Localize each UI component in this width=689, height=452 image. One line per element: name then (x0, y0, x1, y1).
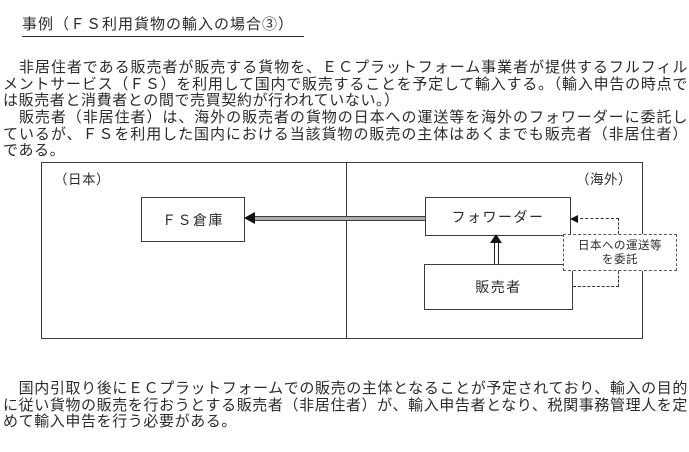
overseas-region-label: （海外） (576, 172, 632, 187)
seller-to-forwarder-arrow-line (494, 242, 499, 264)
commission-dashed-line-top-vertical (618, 218, 619, 234)
forwarder-box: フォワーダー (425, 197, 571, 236)
commission-note-box: 日本への運送等 を委託 (563, 234, 677, 271)
seller-label: 販売者 (475, 279, 522, 295)
seller-description-paragraph: 販売者（非居住者）は、海外の販売者の貨物の日本への運送等を海外のフォワーダーに委… (3, 109, 688, 159)
japan-region-label: （日本） (54, 172, 110, 187)
commission-dashed-arrow-head-icon (570, 214, 578, 223)
seller-box: 販売者 (424, 264, 573, 310)
commission-dashed-line-bottom-vertical (618, 271, 619, 287)
import-flow-diagram: （日本） （海外） ＦＳ倉庫 フォワーダー 販売者 日本への運送等 を委託 (41, 162, 677, 339)
shipment-arrow-line (254, 216, 425, 221)
commission-dashed-line-to-forwarder (575, 218, 619, 219)
fs-warehouse-label: ＦＳ倉庫 (162, 211, 224, 228)
conclusion-paragraph: 国内引取り後にＥＣプラットフォームでの販売の主体となることが予定されており、輸入… (3, 380, 688, 430)
shipment-arrow-left-head-icon (244, 212, 255, 224)
commission-dashed-line-to-seller (573, 286, 619, 287)
forwarder-label: フォワーダー (451, 208, 545, 225)
japan-overseas-divider (346, 163, 347, 338)
commission-note-line1: 日本への運送等 (578, 239, 662, 252)
intro-paragraph: 非居住者である販売者が販売する貨物を、ＥＣプラットフォーム事業者が提供するフルフ… (3, 59, 688, 109)
seller-to-forwarder-arrow-up-head-icon (490, 234, 502, 243)
fs-warehouse-box: ＦＳ倉庫 (141, 197, 245, 242)
page-title: 事例（ＦＳ利用貨物の輸入の場合③） (22, 13, 305, 37)
commission-note-line2: を委託 (602, 253, 638, 266)
